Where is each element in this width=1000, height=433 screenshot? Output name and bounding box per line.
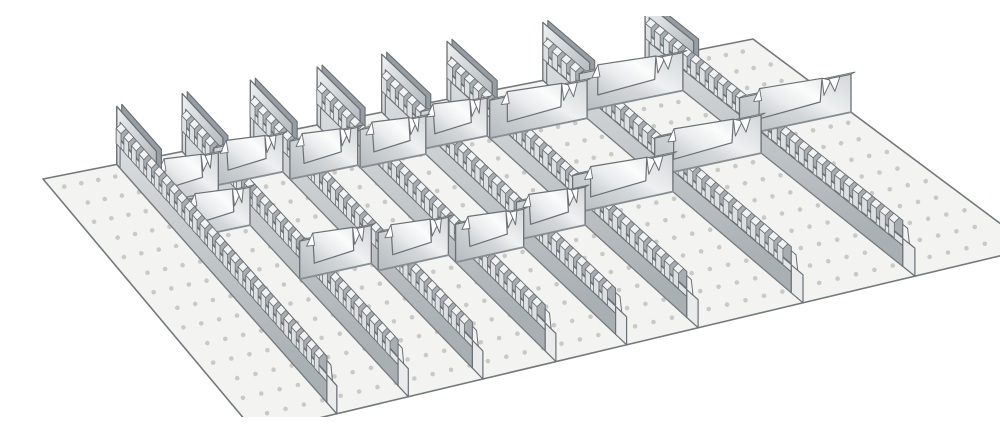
separation-panel-9: [419, 95, 492, 151]
slotted-wall-1: [115, 103, 338, 415]
separation-panel-7: [359, 113, 431, 169]
separation-panel-3: [212, 131, 288, 187]
separation-panel-8: [454, 206, 529, 264]
separation-panel-6: [377, 214, 453, 272]
separation-panel-15: [738, 71, 856, 137]
separation-panel-10: [515, 184, 590, 242]
separation-panel-14: [653, 112, 766, 177]
separation-panel-11: [488, 77, 592, 140]
illustration-canvas: [40, 16, 1000, 417]
separation-panel-12: [571, 151, 678, 215]
separation-panel-5: [288, 124, 363, 181]
separation-panel-4: [298, 222, 376, 281]
drawer-divider-illustration: [40, 16, 1000, 417]
